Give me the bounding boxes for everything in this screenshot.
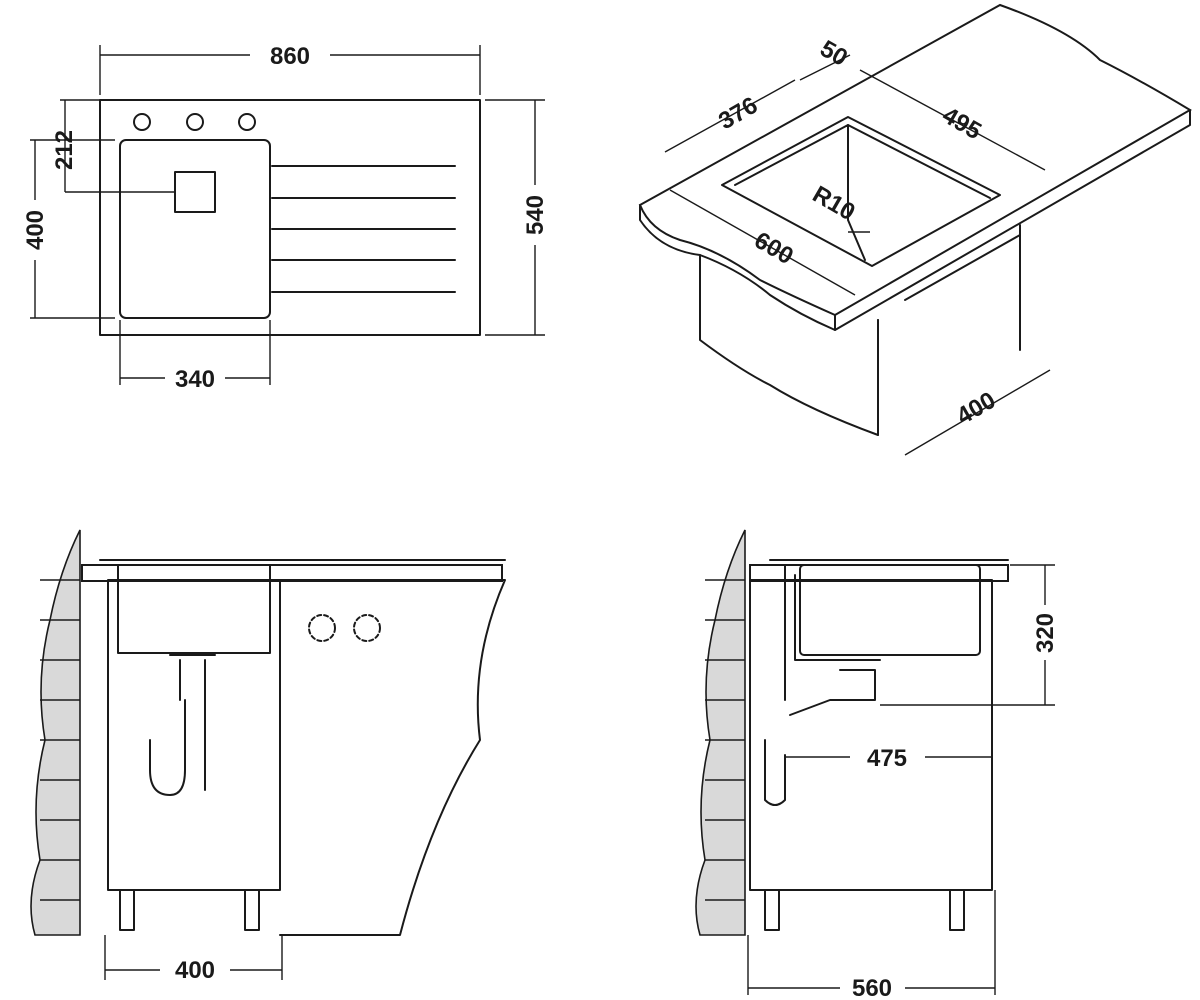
dim-400-front: 400 (175, 957, 215, 984)
dim-475: 475 (867, 745, 907, 772)
dim-320: 320 (1032, 613, 1059, 653)
iso-view: 376 50 495 600 R10 400 (638, 3, 1192, 456)
brick-wall (30, 529, 81, 936)
brick-wall-side (695, 529, 746, 936)
dim-540: 540 (522, 195, 549, 235)
dim-400-top: 400 (22, 210, 49, 250)
dim-340: 340 (175, 366, 215, 393)
dim-860: 860 (270, 43, 310, 70)
dim-50: 50 (815, 35, 852, 72)
dim-560: 560 (852, 975, 892, 1000)
front-section: 400 (30, 529, 506, 984)
tap-hole (186, 113, 204, 131)
top-view: 860 540 400 212 340 (22, 43, 549, 393)
bowl-outline (119, 139, 271, 319)
waste-trap (169, 654, 216, 701)
bowl (117, 564, 271, 654)
dim-376: 376 (714, 92, 762, 135)
cabinet-front (699, 254, 879, 436)
bowl-side (799, 564, 981, 656)
drain-square (174, 171, 216, 213)
cabinet-side (749, 579, 993, 891)
side-section: 320 475 560 (695, 529, 1059, 1000)
sink-opening (721, 116, 1001, 267)
drainboard-grooves (271, 165, 456, 293)
tap-hole (238, 113, 256, 131)
tap-hole (133, 113, 151, 131)
dim-212: 212 (51, 130, 78, 170)
cabinet (107, 579, 281, 891)
sink-outline (99, 99, 481, 336)
